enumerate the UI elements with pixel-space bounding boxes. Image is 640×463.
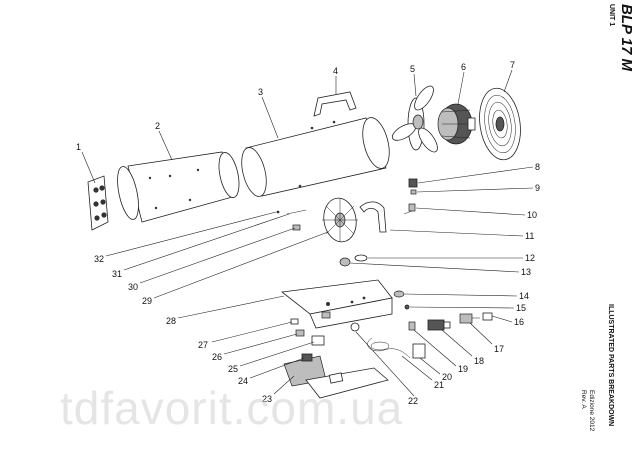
part-nozzle-12 [354,254,368,262]
leader-lines [81,69,534,397]
callout-24: 24 [238,376,248,386]
callout-12: 12 [525,253,535,263]
part-27 [290,318,299,325]
part-main-shell [241,117,390,197]
callout-10: 10 [527,210,537,220]
part-electrode [403,203,416,215]
part-motor [437,103,476,145]
callout-2: 2 [155,121,160,131]
callout-15: 15 [516,303,526,313]
callout-25: 25 [228,364,238,374]
revision-label: Rev. A [580,390,587,409]
part-20 [412,343,426,359]
part-22 [350,322,360,332]
callout-20: 20 [442,372,452,382]
model-title: BLP 17 M [618,4,635,71]
callout-22: 22 [408,396,418,406]
part-14 [393,290,405,298]
part-base-plate [283,355,389,399]
callout-1: 1 [76,142,81,152]
part-18 [427,319,451,331]
callout-18: 18 [474,356,484,366]
part-handle [313,91,357,117]
callout-4: 4 [333,66,338,76]
callout-6: 6 [461,62,466,72]
part-17 [459,313,480,324]
part-rear-shell [117,151,240,223]
part-rear-grille [87,175,109,231]
watermark: tdfavorit.com.ua [60,382,403,434]
callout-23: 23 [262,394,272,404]
callout-7: 7 [510,60,515,70]
callout-14: 14 [519,291,529,301]
part-fan-guard [479,87,521,161]
callout-32: 32 [94,254,104,264]
part-screw-32 [276,210,280,214]
part-15 [404,304,410,310]
callout-16: 16 [514,317,524,327]
part-electrode-31 [286,209,307,215]
part-25 [311,335,325,346]
section-title: ILLUSTRATED PARTS BREAKDOWN [607,304,614,426]
callout-11: 11 [525,231,534,241]
callout-28: 28 [166,316,176,326]
callout-numbers: 1 2 3 4 5 6 7 8 9 10 11 12 13 14 15 16 1… [76,60,540,406]
callout-3: 3 [258,87,263,97]
part-gas-pipe [359,201,387,233]
callout-31: 31 [112,269,122,279]
part-burner-head [322,197,358,243]
part-fitting-30 [292,224,301,231]
callout-21: 21 [434,380,444,390]
document-header: BLP 17 M UNIT 1 [608,4,635,71]
callout-13: 13 [521,267,531,277]
part-19 [408,321,416,331]
callout-8: 8 [535,162,540,172]
part-16 [482,312,493,321]
document-footer: ILLUSTRATED PARTS BREAKDOWN Edizione 201… [580,304,614,432]
part-base-frame [280,279,393,329]
callout-17: 17 [494,344,504,354]
callout-26: 26 [212,352,222,362]
part-nozzle-13 [339,257,351,267]
part-24 [301,353,313,362]
part-fan-blade [391,85,438,153]
callout-5: 5 [410,64,415,74]
callout-29: 29 [142,296,152,306]
callout-27: 27 [198,340,208,350]
unit-label: UNIT 1 [608,4,615,26]
callout-30: 30 [128,282,138,292]
edition-label: Edizione 2012 [588,390,595,432]
callout-19: 19 [458,364,468,374]
callout-9: 9 [535,183,540,193]
part-fitting-9 [410,189,417,195]
part-26 [295,329,305,337]
part-21 [367,337,411,359]
part-thermostat [408,178,418,188]
